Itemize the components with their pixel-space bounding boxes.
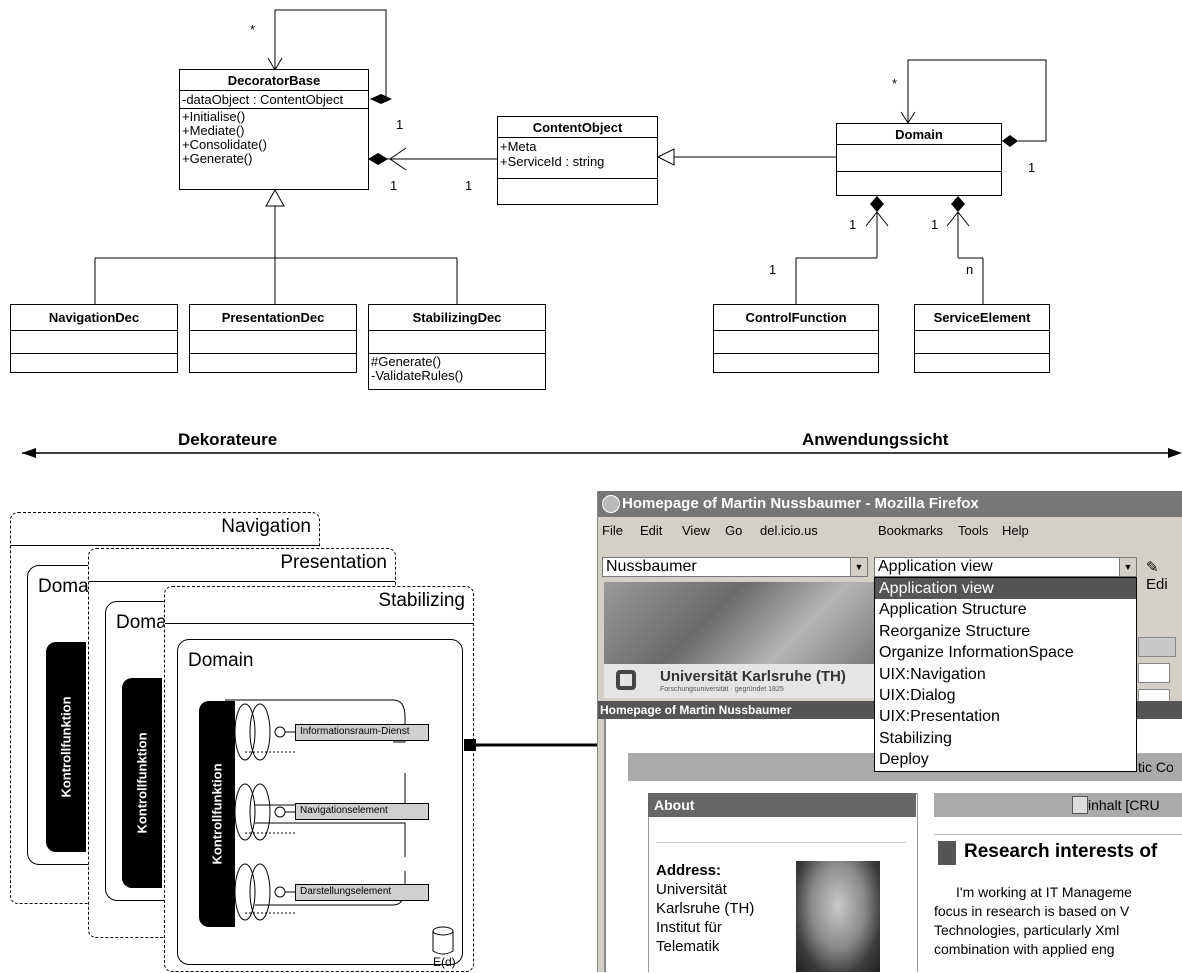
- window-title: Homepage of Martin Nussbaumer - Mozilla …: [622, 495, 979, 512]
- uni-name: Universität Karlsruhe (TH): [660, 668, 846, 685]
- service-informationsraum: Informationsraum-Dienst: [295, 724, 429, 741]
- class-operation: #Generate(): [371, 354, 442, 369]
- class-decorator-base: DecoratorBase -dataObject : ContentObjec…: [179, 69, 369, 190]
- mult-star-decorator: *: [250, 22, 256, 37]
- firefox-icon: [602, 495, 620, 513]
- uni-sub: Forschungsuniversität · gegründet 1825: [660, 686, 784, 693]
- mult-service-n: n: [966, 262, 974, 277]
- heading-dekorateure: Dekorateure: [178, 430, 278, 449]
- menu-delicious[interactable]: del.icio.us: [760, 523, 818, 538]
- class-attribute: +Meta: [500, 139, 537, 154]
- layer-title: Presentation: [280, 552, 387, 573]
- service-darstellungselement: Darstellungselement: [295, 884, 429, 901]
- class-domain: Domain: [836, 123, 1002, 196]
- kontrollfunktion-bar: Kontrollfunktion: [122, 678, 162, 888]
- research-heading: Research interests of: [964, 841, 1158, 862]
- dropdown-option[interactable]: Application view: [875, 578, 1136, 600]
- dropdown-option[interactable]: UIX:Presentation: [879, 708, 1000, 726]
- class-service-element: ServiceElement: [914, 304, 1050, 373]
- class-attribute: +ServiceId : string: [500, 154, 605, 169]
- menu-file[interactable]: File: [602, 523, 623, 538]
- menu-edit[interactable]: Edit: [640, 523, 663, 538]
- mult-star-domain: *: [892, 76, 898, 91]
- dropdown-option[interactable]: UIX:Dialog: [879, 686, 956, 704]
- layer-stabilizing: Stabilizing Domain: [164, 586, 474, 972]
- chevron-down-icon[interactable]: ▼: [1119, 558, 1136, 576]
- mult-domain-control: 1: [849, 217, 857, 232]
- class-content-object: ContentObject +Meta +ServiceId : string: [497, 116, 658, 205]
- banner-image: [604, 582, 874, 664]
- class-attribute: -dataObject : ContentObject: [180, 91, 368, 109]
- class-name: StabilizingDec: [369, 305, 545, 331]
- view-dropdown-list: Application view Application Structure R…: [874, 577, 1137, 772]
- mult-decorator-self: 1: [396, 117, 404, 132]
- store-label: E(d): [433, 955, 456, 969]
- class-operation: -ValidateRules(): [371, 368, 464, 383]
- class-name: DecoratorBase: [180, 70, 368, 91]
- class-name: PresentationDec: [190, 305, 356, 331]
- mult-domain-service: 1: [931, 217, 939, 232]
- class-control-function: ControlFunction: [713, 304, 879, 373]
- class-presentation-dec: PresentationDec: [189, 304, 357, 373]
- inhalt-bar: [934, 793, 1182, 817]
- class-name: ServiceElement: [915, 305, 1049, 331]
- class-stabilizing-dec: StabilizingDec #Generate() -ValidateRule…: [368, 304, 546, 390]
- class-name: Domain: [837, 124, 1001, 145]
- domain-title: Doma: [116, 612, 167, 633]
- kontrollfunktion-bar: Kontrollfunktion: [46, 642, 86, 852]
- mult-control-function: 1: [769, 262, 777, 277]
- class-name: ControlFunction: [714, 305, 878, 331]
- inhalt-label[interactable]: inhalt [CRU: [1088, 797, 1160, 813]
- dropdown-option[interactable]: Application Structure: [879, 601, 1027, 619]
- view-combo[interactable]: Application view▼: [874, 557, 1137, 577]
- window-titlebar: Homepage of Martin Nussbaumer - Mozilla …: [598, 491, 1182, 517]
- menu-tools[interactable]: Tools: [958, 523, 989, 538]
- nav-strip-text: tic Co: [1138, 759, 1174, 775]
- mult-decorator-content: 1: [390, 178, 398, 193]
- service-navigationselement: Navigationselement: [295, 803, 429, 820]
- class-operation: +Initialise(): [182, 109, 246, 124]
- research-text: I'm working at IT Manageme focus in rese…: [934, 884, 1132, 957]
- inhalt-icon: [1072, 796, 1088, 814]
- research-heading-marker: [938, 841, 956, 865]
- menu-help[interactable]: Help: [1002, 523, 1029, 538]
- about-header: About: [648, 793, 916, 817]
- heading-anwendungssicht: Anwendungssicht: [802, 430, 949, 449]
- layer-title: Navigation: [221, 516, 311, 537]
- dropdown-option[interactable]: Organize InformationSpace: [879, 644, 1074, 662]
- dropdown-option[interactable]: Stabilizing: [879, 729, 952, 747]
- address-label: Address:: [656, 862, 722, 879]
- menu-view[interactable]: View: [682, 523, 710, 538]
- class-operation: +Mediate(): [182, 123, 245, 138]
- dropdown-option[interactable]: UIX:Navigation: [879, 665, 986, 683]
- class-operation: +Generate(): [182, 151, 253, 166]
- uni-logo: [616, 670, 636, 690]
- menu-bar: File Edit View Go del.icio.us Bookmarks …: [598, 519, 1182, 541]
- uml-connectors: [22, 9, 1182, 458]
- dropdown-option[interactable]: Reorganize Structure: [879, 622, 1031, 640]
- layer-title: Stabilizing: [378, 590, 465, 611]
- uni-logo-bar: Universität Karlsruhe (TH) Forschungsuni…: [604, 664, 874, 698]
- domain-title: Doma: [38, 576, 89, 597]
- mult-content-decorator: 1: [465, 178, 473, 193]
- kontrollfunktion-bar: Kontrollfunktion: [199, 701, 235, 927]
- menu-go[interactable]: Go: [725, 523, 743, 538]
- site-combo[interactable]: Nussbaumer▼: [602, 557, 868, 577]
- address-block: Address: Universität Karlsruhe (TH) Inst…: [656, 862, 755, 955]
- mult-domain-self: 1: [1028, 160, 1036, 175]
- edit-button[interactable]: ✎ Edi: [1146, 559, 1168, 593]
- class-name: ContentObject: [498, 117, 657, 138]
- chevron-down-icon[interactable]: ▼: [850, 558, 867, 576]
- menu-bookmarks[interactable]: Bookmarks: [878, 523, 944, 538]
- dropdown-option[interactable]: Deploy: [879, 751, 929, 769]
- domain-title: Domain: [188, 650, 254, 671]
- firefox-window: Homepage of Martin Nussbaumer - Mozilla …: [597, 491, 1182, 972]
- profile-photo: [796, 861, 880, 972]
- class-name: NavigationDec: [11, 305, 177, 331]
- class-navigation-dec: NavigationDec: [10, 304, 178, 373]
- class-operation: +Consolidate(): [182, 137, 267, 152]
